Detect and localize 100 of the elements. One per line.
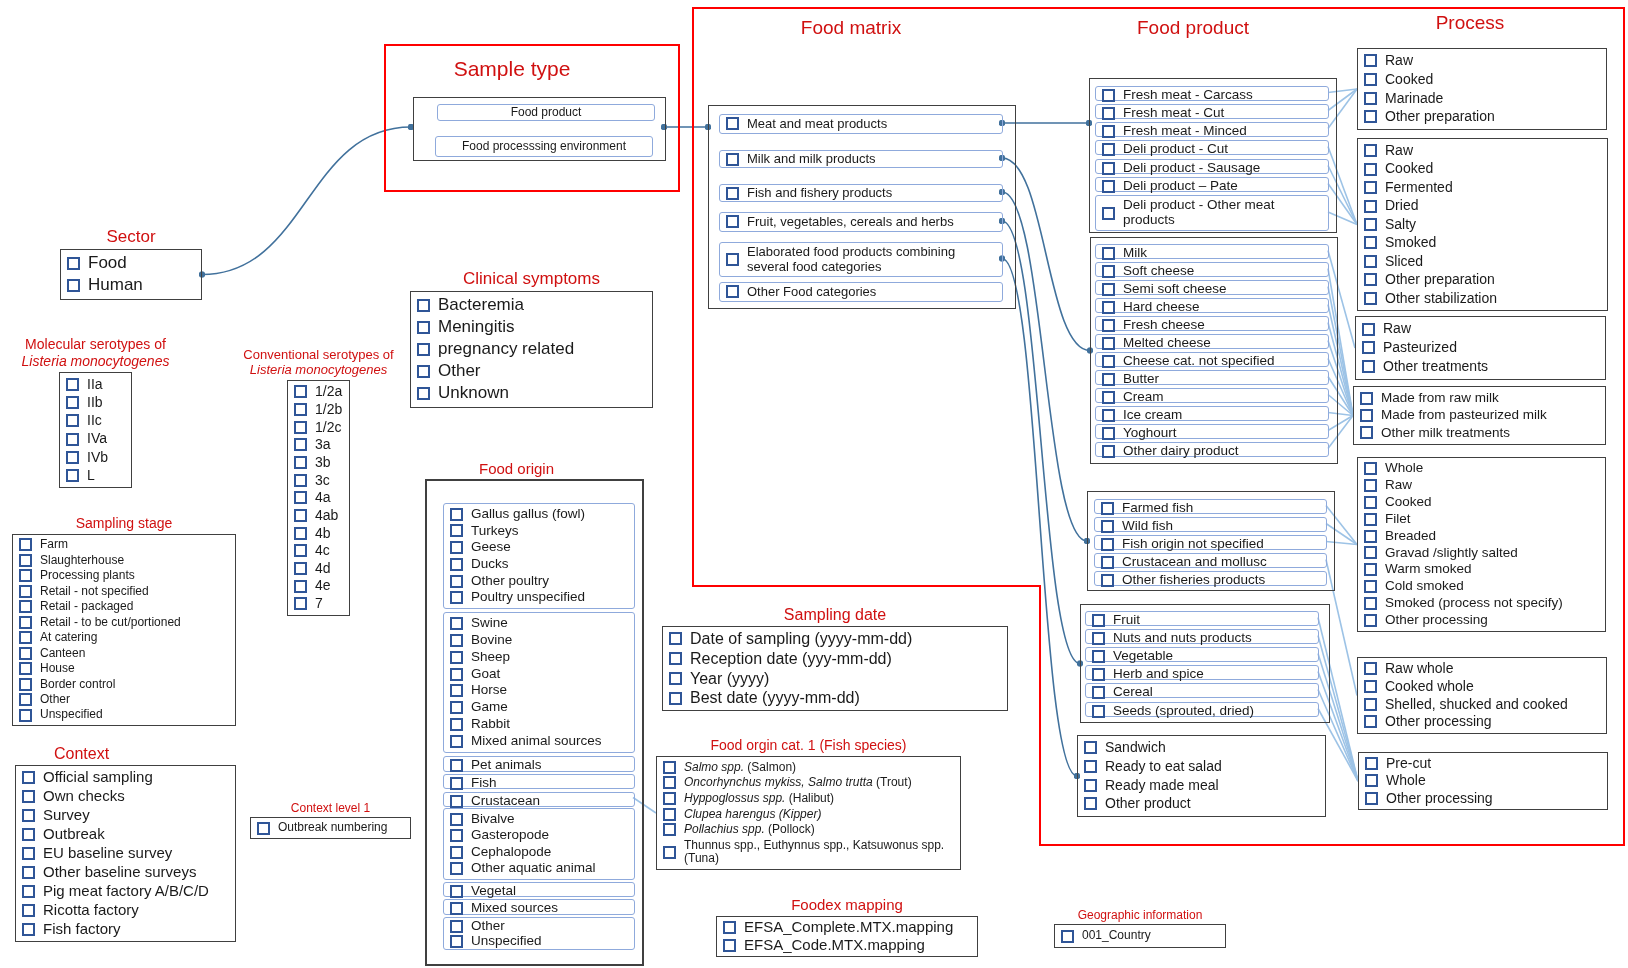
section-heading: Foodex mapping	[791, 896, 903, 914]
option-box	[437, 104, 655, 121]
group-box	[1089, 78, 1337, 233]
option-label: Raw whole	[1385, 661, 1454, 677]
option-label: Processing plants	[40, 569, 135, 583]
option-label: Pre-cut	[1386, 755, 1432, 772]
option-label: Oncorhynchus mykiss, Salmo trutta (Trout)	[684, 776, 912, 790]
option-label: Clupea harengus (Kipper)	[684, 807, 822, 821]
option-label: Year (yyyy)	[690, 669, 770, 688]
group-box	[1090, 237, 1338, 464]
option-label: Farmed fish	[1122, 501, 1194, 516]
checklist-box	[1077, 735, 1326, 817]
option-label: Yoghourt	[1123, 426, 1177, 441]
option-label: Swine	[471, 616, 508, 631]
option-label: Cheese cat. not specified	[1123, 354, 1275, 369]
connector-line	[1327, 414, 1354, 432]
option-box	[1095, 424, 1329, 439]
option-label: Warm smoked	[1385, 562, 1472, 578]
option-label: Cooked whole	[1385, 678, 1474, 695]
option-box	[443, 882, 635, 897]
option-label: Milk and milk products	[747, 152, 876, 167]
option-label: Canteen	[40, 646, 86, 660]
connector-line	[660, 123, 712, 131]
option-label: pregnancy related	[438, 340, 575, 359]
section-heading: Sector	[106, 226, 156, 247]
option-label: Cephalopode	[471, 844, 552, 860]
option-label: Food product	[510, 106, 582, 120]
option-label: Fish	[471, 776, 497, 791]
option-label: Other	[471, 919, 505, 934]
option-label: Slaughterhouse	[40, 553, 125, 567]
option-label: EFSA_Code.MTX.mapping	[744, 937, 925, 954]
option-label: Vegetable	[1113, 649, 1174, 664]
section-heading: Sampling stage	[75, 515, 173, 532]
connector-line	[1325, 522, 1358, 546]
option-label: Pasteurized	[1383, 340, 1457, 356]
option-label: Gasteropode	[471, 828, 550, 844]
option-label: L	[87, 467, 95, 484]
connector-line	[998, 119, 1093, 127]
option-label: Other baseline surveys	[43, 864, 197, 881]
option-label: Ducks	[471, 556, 509, 572]
option-label: Vegetal	[471, 884, 517, 899]
option-box	[1085, 629, 1319, 644]
option-label: Fruit	[1113, 613, 1140, 628]
option-label: Bivalve	[471, 811, 515, 827]
option-label: Official sampling	[43, 769, 153, 786]
option-label: IVa	[87, 431, 107, 447]
option-label: Other milk treatments	[1381, 425, 1511, 441]
option-label: Elaborated food products combining several food categories	[747, 245, 957, 274]
connector-line	[1327, 414, 1354, 450]
option-label: Turkeys	[471, 523, 519, 539]
section-heading: Context level 1	[290, 800, 371, 815]
option-box	[719, 242, 1003, 277]
connector-line	[1325, 558, 1358, 697]
option-box	[443, 808, 635, 880]
option-label: Other processing	[1385, 714, 1492, 730]
option-label: EFSA_Complete.MTX.mapping	[744, 919, 954, 936]
option-label: Cooked	[1385, 161, 1434, 177]
option-label: Goat	[471, 666, 501, 682]
checklist-box	[1357, 657, 1607, 734]
option-label: Other	[40, 692, 70, 707]
connector-line	[998, 188, 1091, 545]
connector-line	[1327, 393, 1354, 417]
option-label: Milk	[1123, 246, 1147, 261]
option-label: Survey	[43, 807, 90, 824]
option-box	[1095, 195, 1329, 231]
option-label: Gallus gallus (fowl)	[471, 506, 586, 522]
checklist-box	[1358, 752, 1608, 810]
option-label: Fresh meat - Cut	[1123, 106, 1225, 121]
connector-line	[1327, 88, 1358, 130]
section-heading: Geographic information	[1077, 907, 1203, 922]
option-label: IVb	[87, 449, 108, 465]
option-label: 3a	[315, 437, 331, 453]
option-label: 4e	[315, 578, 331, 594]
option-box	[1095, 140, 1329, 155]
option-label: Deli product - Sausage	[1123, 161, 1261, 176]
option-label: Ricotta factory	[43, 902, 139, 919]
option-box	[1095, 370, 1329, 385]
option-label: Other stabilization	[1385, 290, 1498, 306]
option-box	[443, 756, 635, 772]
option-label: Whole	[1386, 773, 1426, 789]
option-label: Retail - to be cut/portioned	[40, 615, 181, 629]
option-label: Other dairy product	[1123, 444, 1239, 459]
option-label: Hard cheese	[1123, 300, 1200, 315]
section-heading: Food origin	[479, 460, 554, 478]
option-label: Raw	[1385, 477, 1412, 493]
option-label: Food processsing environment	[461, 139, 627, 154]
option-label: 3b	[315, 454, 331, 471]
option-label: Raw	[1385, 53, 1413, 69]
option-box	[1095, 442, 1329, 457]
option-box	[1085, 647, 1319, 662]
option-label: Other treatments	[1383, 359, 1489, 375]
connector-line	[1317, 707, 1359, 782]
option-label: 1/2b	[315, 401, 343, 418]
section-heading: Sample type	[453, 56, 571, 82]
option-box	[1095, 122, 1329, 137]
option-label: Made from raw milk	[1381, 390, 1499, 406]
option-label: Cream	[1123, 390, 1164, 405]
checklist-box	[1357, 138, 1608, 311]
checklist-box	[1357, 48, 1607, 130]
option-label: Mixed animal sources	[471, 734, 602, 749]
